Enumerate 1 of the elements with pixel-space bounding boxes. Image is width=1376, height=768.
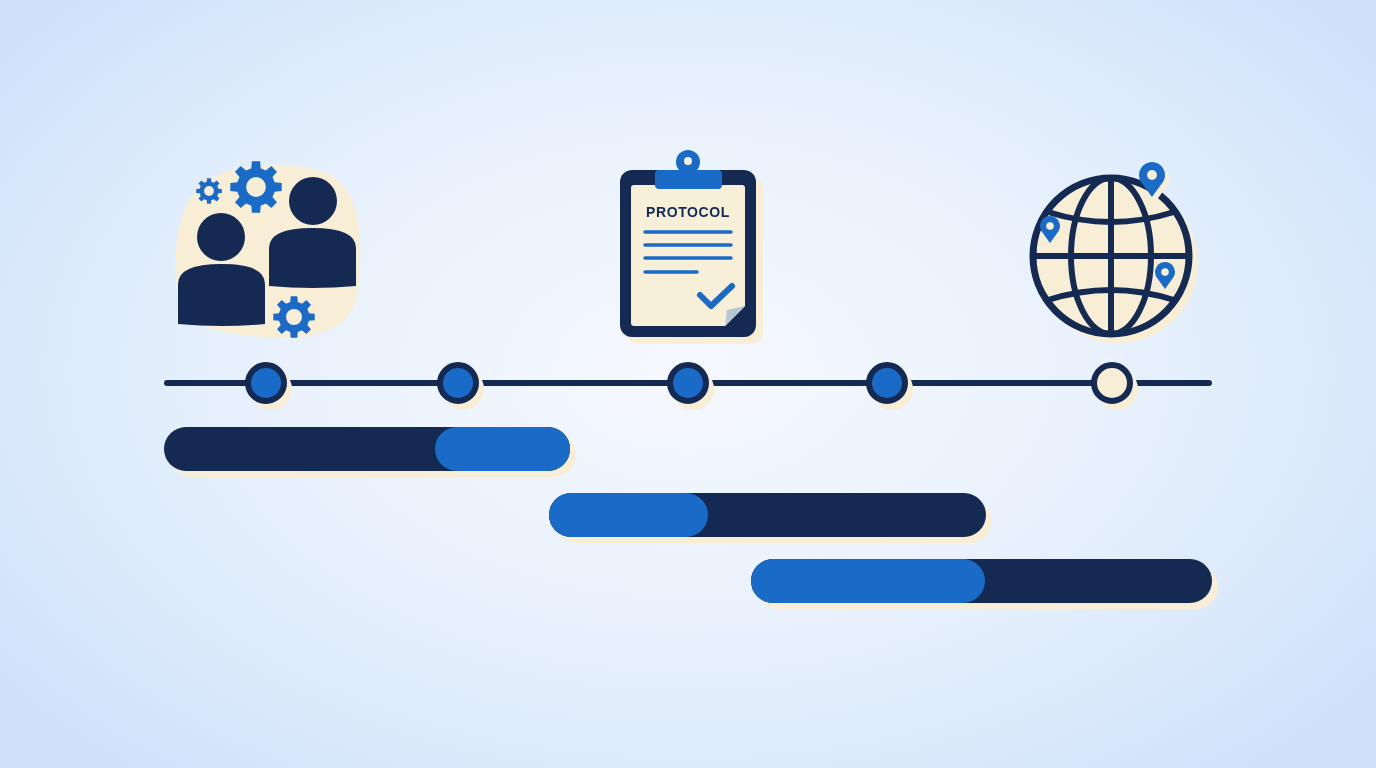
document-title: PROTOCOL	[646, 204, 730, 220]
